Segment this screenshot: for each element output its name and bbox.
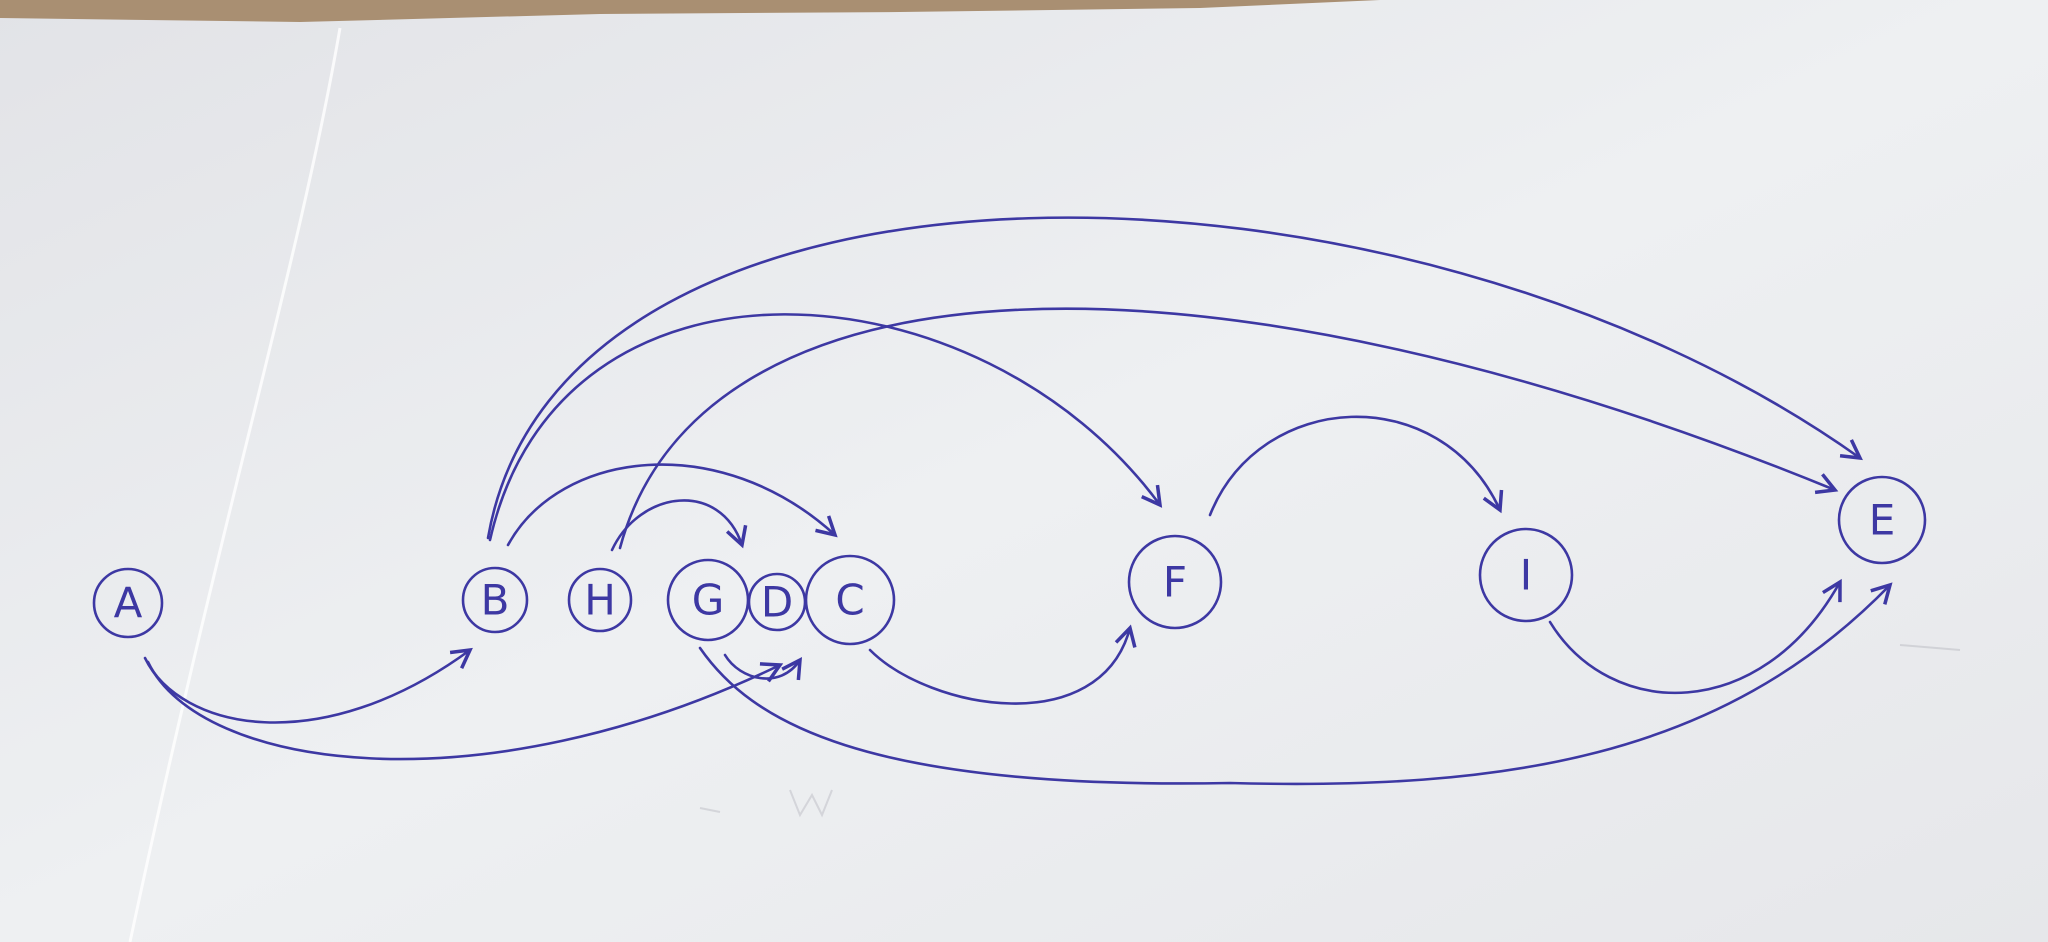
edges-layer (143, 216, 1893, 786)
node-i: I (1478, 527, 1574, 623)
edge-a-to-b (143, 647, 473, 724)
node-circle-b (461, 566, 529, 634)
node-circle-i (1478, 527, 1574, 623)
node-h: H (567, 567, 633, 633)
edge-a-to-d (146, 660, 784, 761)
edge-b-to-f (488, 313, 1163, 542)
node-label-e: E (1869, 496, 1896, 545)
node-circle-f (1127, 534, 1223, 630)
node-label-f: F (1163, 558, 1187, 607)
node-label-g: G (692, 576, 725, 625)
node-circle-h (567, 567, 633, 633)
node-circle-c (804, 554, 896, 646)
edge-c-to-f (868, 624, 1137, 705)
node-b: B (461, 566, 529, 634)
node-label-c: C (835, 576, 864, 625)
node-c: C (804, 554, 896, 646)
node-a: A (92, 567, 164, 639)
node-label-b: B (481, 576, 510, 625)
node-circle-a (92, 567, 164, 639)
edge-f-to-i (1208, 415, 1504, 517)
edge-b-to-c (506, 463, 838, 547)
edge-i-to-e (1548, 578, 1842, 695)
node-e: E (1837, 475, 1927, 565)
node-label-d: D (761, 578, 793, 627)
node-f: F (1127, 534, 1223, 630)
node-circle-e (1837, 475, 1927, 565)
node-label-h: H (584, 576, 616, 625)
paper-fold (128, 27, 342, 942)
edge-h-to-e (618, 307, 1839, 550)
edge-b-to-e (486, 216, 1863, 540)
node-label-a: A (114, 579, 143, 628)
bleed-through-marks (699, 644, 1961, 818)
edge-g-to-d (723, 653, 803, 681)
edge-g-to-e (698, 582, 1893, 786)
node-d: D (747, 572, 807, 632)
node-label-i: I (1520, 551, 1532, 600)
